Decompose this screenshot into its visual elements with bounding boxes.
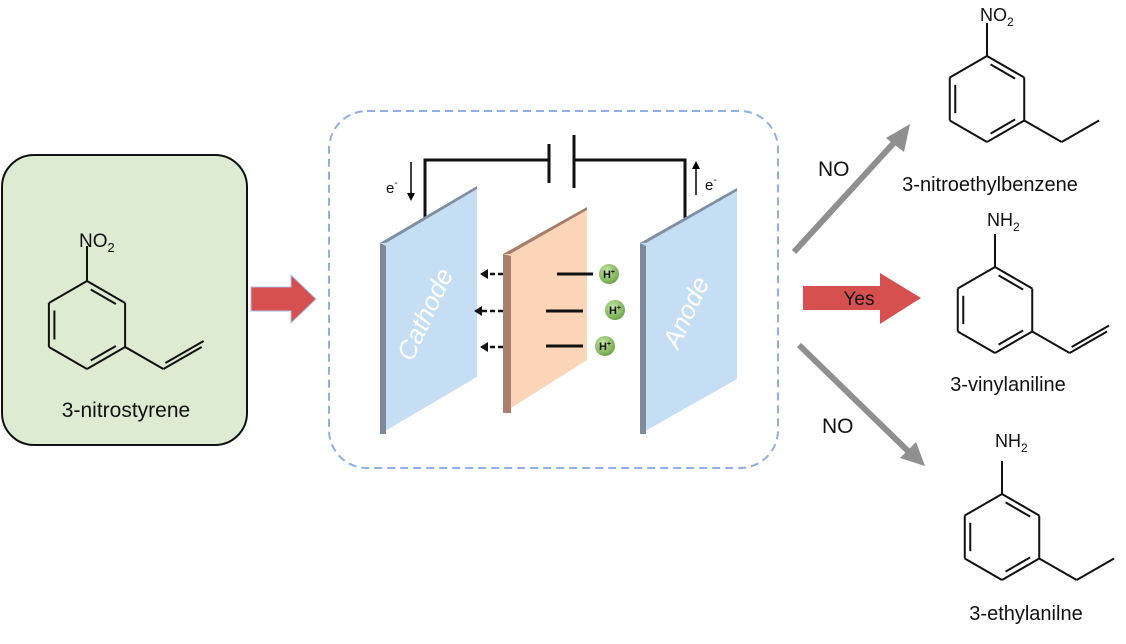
arrow-up-head: [886, 124, 910, 152]
anode-wire: [572, 135, 687, 218]
ring-double-bond: [998, 329, 1024, 346]
ring-bond: [964, 493, 1003, 517]
input-arrow: [250, 273, 317, 325]
chain-bond: [1069, 330, 1108, 354]
chain-bond: [124, 346, 164, 370]
path-down-label: NO: [822, 415, 854, 438]
ring-bond: [86, 280, 126, 304]
ring-bond: [964, 557, 1003, 581]
proton-arrowheads: [474, 269, 488, 352]
product-1-name: 3-nitroethylbenzene: [902, 174, 1078, 196]
chain-bond: [1031, 330, 1071, 354]
product-3-group-label: NH2: [995, 431, 1028, 455]
ring-bond: [994, 330, 1033, 354]
ring-double-bond: [1005, 501, 1031, 518]
cathode-electrode: Cathode: [380, 186, 477, 434]
ring-bond: [48, 346, 88, 370]
proton-2: H+: [605, 300, 625, 320]
chain-bond: [1023, 119, 1063, 143]
chain-bond: [162, 346, 203, 370]
ring-bond: [86, 346, 126, 370]
product-2-name: 3-vinylaniline: [950, 374, 1066, 396]
ring-double-bond: [90, 345, 117, 362]
arrow-down-head: [900, 442, 925, 466]
chain-bond: [1038, 557, 1078, 581]
product-1-molecule: [948, 23, 1100, 143]
arrow-yes: [803, 273, 921, 324]
anode-electrode: Anode: [640, 188, 737, 434]
chain-bond: [1076, 557, 1115, 581]
ring-bond: [949, 55, 988, 79]
path-down: NO: [796, 342, 925, 466]
membrane: [503, 207, 587, 413]
path-up-label: NO: [818, 158, 850, 181]
vinyl-double-bond: [164, 340, 205, 364]
svg-text:H+: H+: [609, 305, 621, 317]
chain-bond: [1061, 119, 1100, 143]
reactant-group-label: NO2: [79, 231, 115, 255]
ring-bond: [994, 266, 1033, 290]
ring-bond: [986, 55, 1025, 79]
svg-text:H+: H+: [603, 269, 615, 281]
path-up: NO: [791, 124, 910, 255]
ring-bond: [1001, 493, 1040, 517]
ring-double-bond: [1005, 556, 1031, 573]
cell-border: [328, 110, 779, 469]
electron-label-right: e-: [705, 175, 717, 194]
arrow-up: [791, 131, 905, 255]
reactant-panel: NO2 3-nitrostyrene: [1, 154, 248, 446]
electron-label-left: e-: [386, 178, 398, 197]
membrane-channels: [546, 272, 593, 348]
reactant-box: [1, 154, 248, 446]
reactant-name: 3-nitrostyrene: [62, 399, 190, 422]
ring-bond: [986, 119, 1025, 143]
ring-bond: [48, 280, 88, 304]
electrochemical-cell: e- e- Cathode: [328, 110, 779, 469]
reactant-molecule: [47, 246, 205, 370]
product-2-group-label: NH2: [987, 210, 1020, 234]
product-2-molecule: [956, 234, 1110, 354]
ring-double-bond: [990, 63, 1016, 80]
vinyl-double-bond: [1071, 324, 1110, 348]
arrow-down: [796, 342, 915, 458]
product-3-molecule: [963, 461, 1115, 581]
ring-double-bond: [90, 288, 117, 305]
product-1-group-label: NO2: [980, 5, 1014, 29]
ring-bond: [957, 330, 996, 354]
proton-transfer-arrows: [480, 272, 503, 349]
cathode-wire: [423, 144, 551, 218]
path-mid: Yes: [803, 273, 921, 324]
ring-bond: [1001, 557, 1040, 581]
proton-3: H+: [595, 336, 615, 356]
ring-double-bond: [990, 118, 1016, 135]
path-mid-label: Yes: [844, 289, 875, 310]
svg-text:H+: H+: [599, 341, 611, 353]
ring-bond: [957, 266, 996, 290]
ring-double-bond: [998, 274, 1024, 291]
product-3-name: 3-ethylanilne: [969, 603, 1082, 625]
ring-bond: [949, 119, 988, 143]
proton-1: H+: [599, 264, 619, 284]
